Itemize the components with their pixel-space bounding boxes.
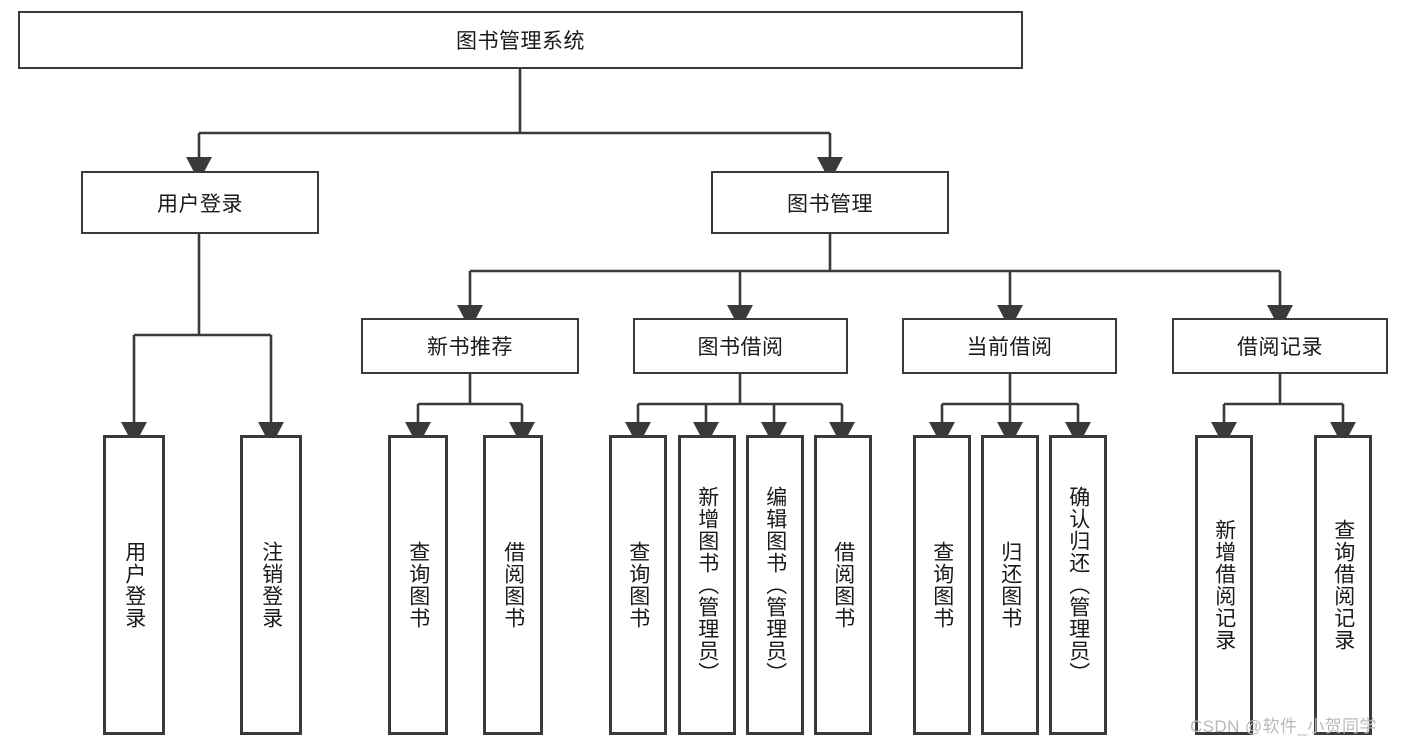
- leaf-current-return-book[interactable]: 归还图书: [981, 435, 1039, 735]
- leaf-borrow-edit-book-admin[interactable]: 编辑图书（管理员）: [746, 435, 804, 735]
- node-label: 查询借阅记录: [1331, 519, 1355, 651]
- leaf-borrow-query-book[interactable]: 查询图书: [609, 435, 667, 735]
- leaf-borrow-borrow-book[interactable]: 借阅图书: [814, 435, 872, 735]
- node-label: 注销登录: [259, 541, 283, 629]
- node-user-login[interactable]: 用户登录: [81, 171, 319, 234]
- node-book-borrow[interactable]: 图书借阅: [633, 318, 848, 374]
- node-label: 查询图书: [626, 541, 650, 629]
- node-new-book-recommend[interactable]: 新书推荐: [361, 318, 579, 374]
- node-label: 图书管理: [787, 192, 873, 216]
- node-label: 编辑图书（管理员）: [763, 486, 787, 684]
- node-label: 新增借阅记录: [1212, 519, 1236, 651]
- node-label: 归还图书: [998, 541, 1022, 629]
- leaf-recommend-borrow-book[interactable]: 借阅图书: [483, 435, 543, 735]
- leaf-record-query-borrow-record[interactable]: 查询借阅记录: [1314, 435, 1372, 735]
- node-label: 确认归还（管理员）: [1066, 486, 1090, 684]
- leaf-recommend-query-book[interactable]: 查询图书: [388, 435, 448, 735]
- node-label: 用户登录: [122, 541, 146, 629]
- node-label: 图书管理系统: [456, 30, 585, 53]
- node-label: 用户登录: [157, 192, 243, 216]
- node-label: 借阅图书: [831, 541, 855, 629]
- leaf-current-confirm-return-admin[interactable]: 确认归还（管理员）: [1049, 435, 1107, 735]
- node-label: 图书借阅: [697, 336, 784, 359]
- leaf-logout[interactable]: 注销登录: [240, 435, 302, 735]
- leaf-user-login[interactable]: 用户登录: [103, 435, 165, 735]
- node-label: 查询图书: [930, 541, 954, 629]
- node-label: 借阅图书: [501, 541, 525, 629]
- leaf-record-add-borrow-record[interactable]: 新增借阅记录: [1195, 435, 1253, 735]
- node-root-system[interactable]: 图书管理系统: [18, 11, 1023, 69]
- node-label: 新增图书（管理员）: [695, 486, 719, 684]
- node-label: 新书推荐: [427, 336, 513, 359]
- node-label: 查询图书: [406, 541, 430, 629]
- leaf-borrow-add-book-admin[interactable]: 新增图书（管理员）: [678, 435, 736, 735]
- csdn-watermark: CSDN @软件_小贺同学: [1190, 717, 1377, 736]
- node-current-borrow[interactable]: 当前借阅: [902, 318, 1117, 374]
- node-borrow-record[interactable]: 借阅记录: [1172, 318, 1388, 374]
- node-label: 借阅记录: [1237, 336, 1323, 359]
- node-label: 当前借阅: [966, 336, 1053, 359]
- node-book-management[interactable]: 图书管理: [711, 171, 949, 234]
- leaf-current-query-book[interactable]: 查询图书: [913, 435, 971, 735]
